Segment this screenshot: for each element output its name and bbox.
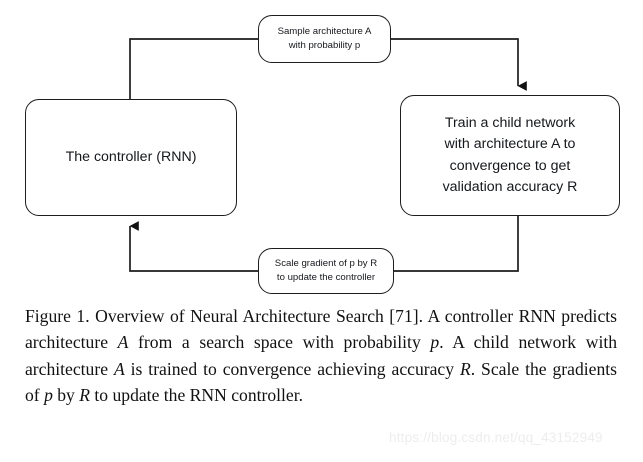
node-controller-label: The controller (RNN) (65, 148, 197, 165)
caption-text-5: . Scale the gradients of (25, 358, 617, 406)
node-controller-rnn: The controller (RNN) (25, 99, 237, 216)
figure-caption: Figure 1. Overview of Neural Architectur… (25, 303, 617, 409)
caption-math-R2: R (79, 385, 90, 406)
caption-math-p1: p (430, 332, 440, 353)
connector-layer (129, 38, 527, 272)
caption-text-6: by (52, 385, 80, 406)
edge-train-to-controller (129, 216, 519, 272)
watermark-url: https://blog.csdn.net/qq_43152949 (389, 430, 603, 445)
node-sample-label: Sample architecture A with probability p (277, 25, 372, 51)
caption-text-3: . A child network with architecture (25, 332, 618, 379)
edge-controller-to-train (129, 38, 527, 99)
caption-text-4: is trained to convergence achieving accu… (124, 358, 460, 379)
node-sample-architecture: Sample architecture A with probability p (258, 15, 391, 63)
node-scale-gradient: Scale gradient of p by R to update the c… (258, 248, 394, 294)
caption-text-1: Figure 1. Overview of Neural Architectur… (25, 306, 617, 353)
node-train-child-network: Train a child network with architecture … (400, 95, 620, 216)
caption-text-2: from a search space with probability (128, 332, 431, 353)
caption-math-p2: p (44, 385, 53, 406)
caption-math-A1: A (117, 332, 129, 353)
figure-diagram: The controller (RNN) Sample architecture… (25, 15, 620, 294)
node-train-child-label: Train a child network with architecture … (442, 115, 578, 195)
caption-math-A2: A (113, 358, 125, 379)
caption-math-R1: R (459, 358, 471, 379)
node-scale-gradient-label: Scale gradient of p by R to update the c… (274, 257, 378, 283)
caption-text-7: to update the RNN controller. (90, 385, 304, 406)
